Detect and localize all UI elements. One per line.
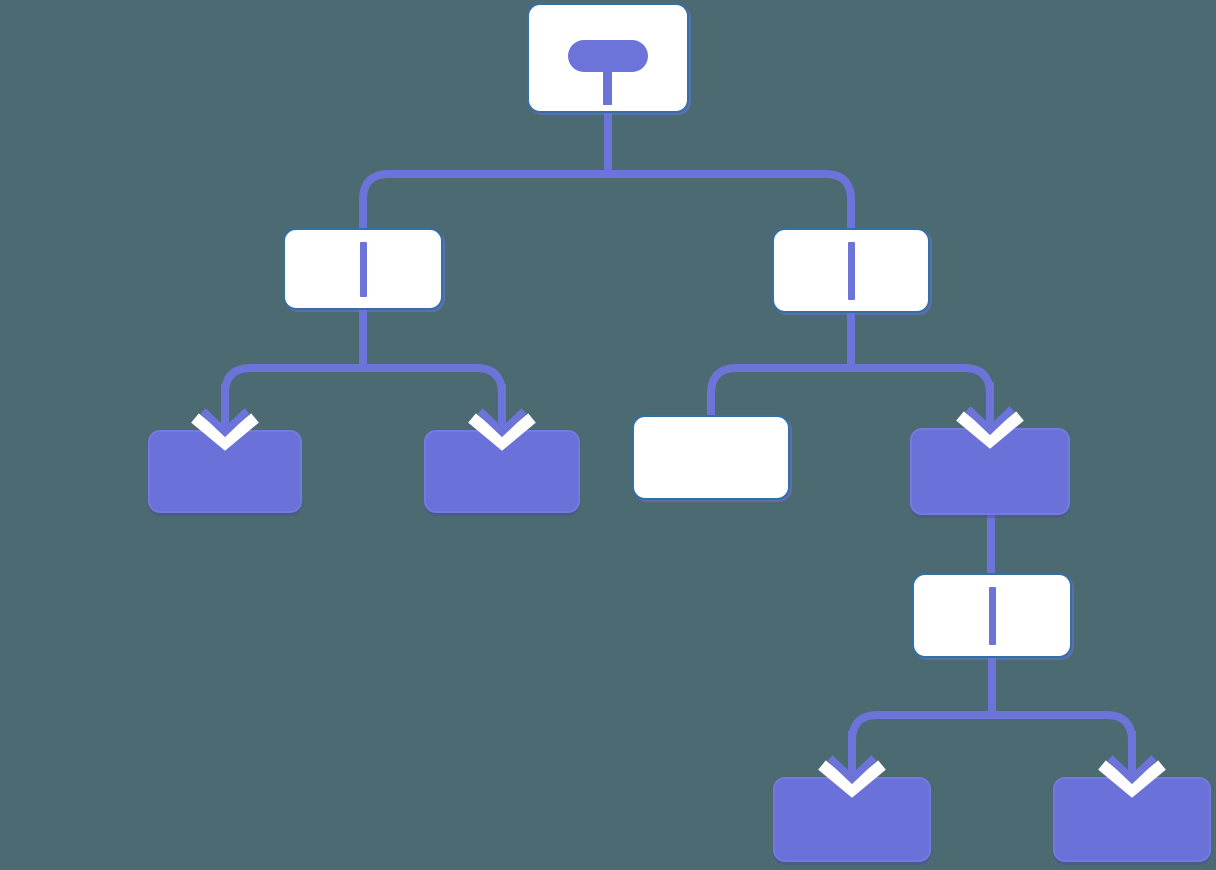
pill-stem [603,65,612,105]
vertical-divider-icon [848,242,855,300]
action-node-5[interactable] [1053,777,1211,862]
root-node[interactable] [527,3,689,113]
action-node-4[interactable] [773,777,931,862]
vertical-divider-icon [989,587,996,645]
decision-node-left[interactable] [283,228,443,310]
decision-node-bottom[interactable] [912,573,1072,658]
action-node-3[interactable] [910,428,1070,515]
vertical-divider-icon [360,242,367,297]
rounded-pill-icon [568,40,648,72]
empty-node[interactable] [632,415,790,500]
action-node-2[interactable] [424,430,580,513]
decision-node-right[interactable] [772,228,930,313]
action-node-1[interactable] [148,430,302,513]
